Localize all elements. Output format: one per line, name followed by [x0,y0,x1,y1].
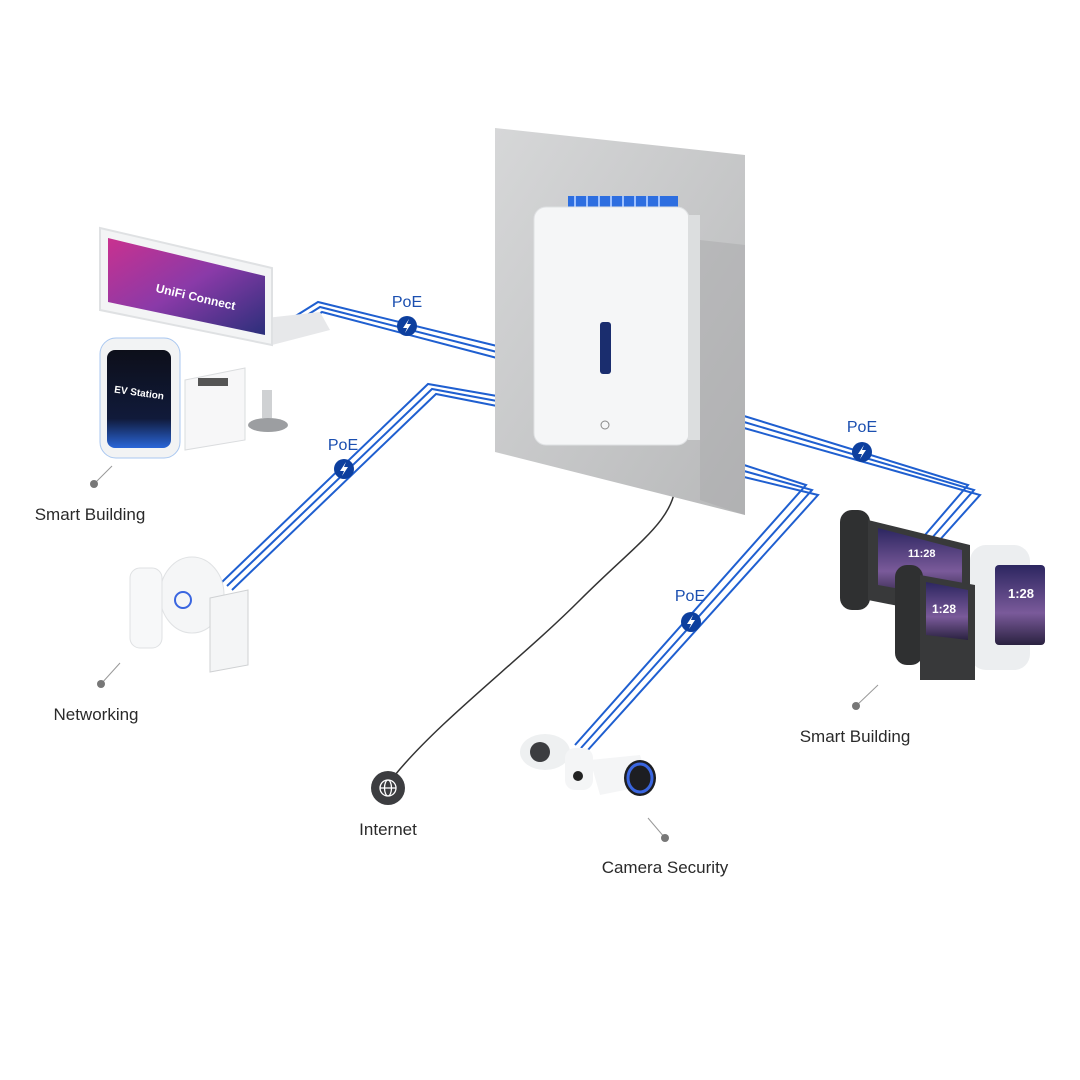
security-cameras [520,734,656,796]
networking-devices [129,556,249,673]
label-smart-building-right: Smart Building [799,727,911,746]
poe-label: PoE [327,437,359,454]
poe-bolt-icon [681,612,701,632]
gateway-device [533,196,700,446]
label-leaders [90,465,879,842]
poe-cable-camera [574,464,820,752]
ev-station [99,337,181,459]
phone-small-time: 1:28 [932,602,957,616]
poe-label: PoE [391,294,423,311]
phone-white-time: 1:28 [1008,586,1035,601]
globe-icon [371,771,405,805]
unifi-connect-display [99,226,330,432]
phone-large-time: 11:28 [908,548,936,560]
label-internet: Internet [359,820,417,839]
poe-cable-smart-building-right [743,415,982,544]
label-networking: Networking [53,705,139,724]
poe-label: PoE [846,419,878,436]
internet-cable [394,477,677,776]
poe-bolt-icon [852,442,872,462]
poe-bolt-icon [397,316,417,336]
touch-phones [840,510,1045,680]
network-switch [184,367,246,451]
poe-label: PoE [674,588,706,605]
poe-cable-networking [221,382,498,591]
label-smart-building-left: Smart Building [34,505,146,524]
poe-bolt-icon [334,459,354,479]
label-camera-security: Camera Security [601,858,729,877]
